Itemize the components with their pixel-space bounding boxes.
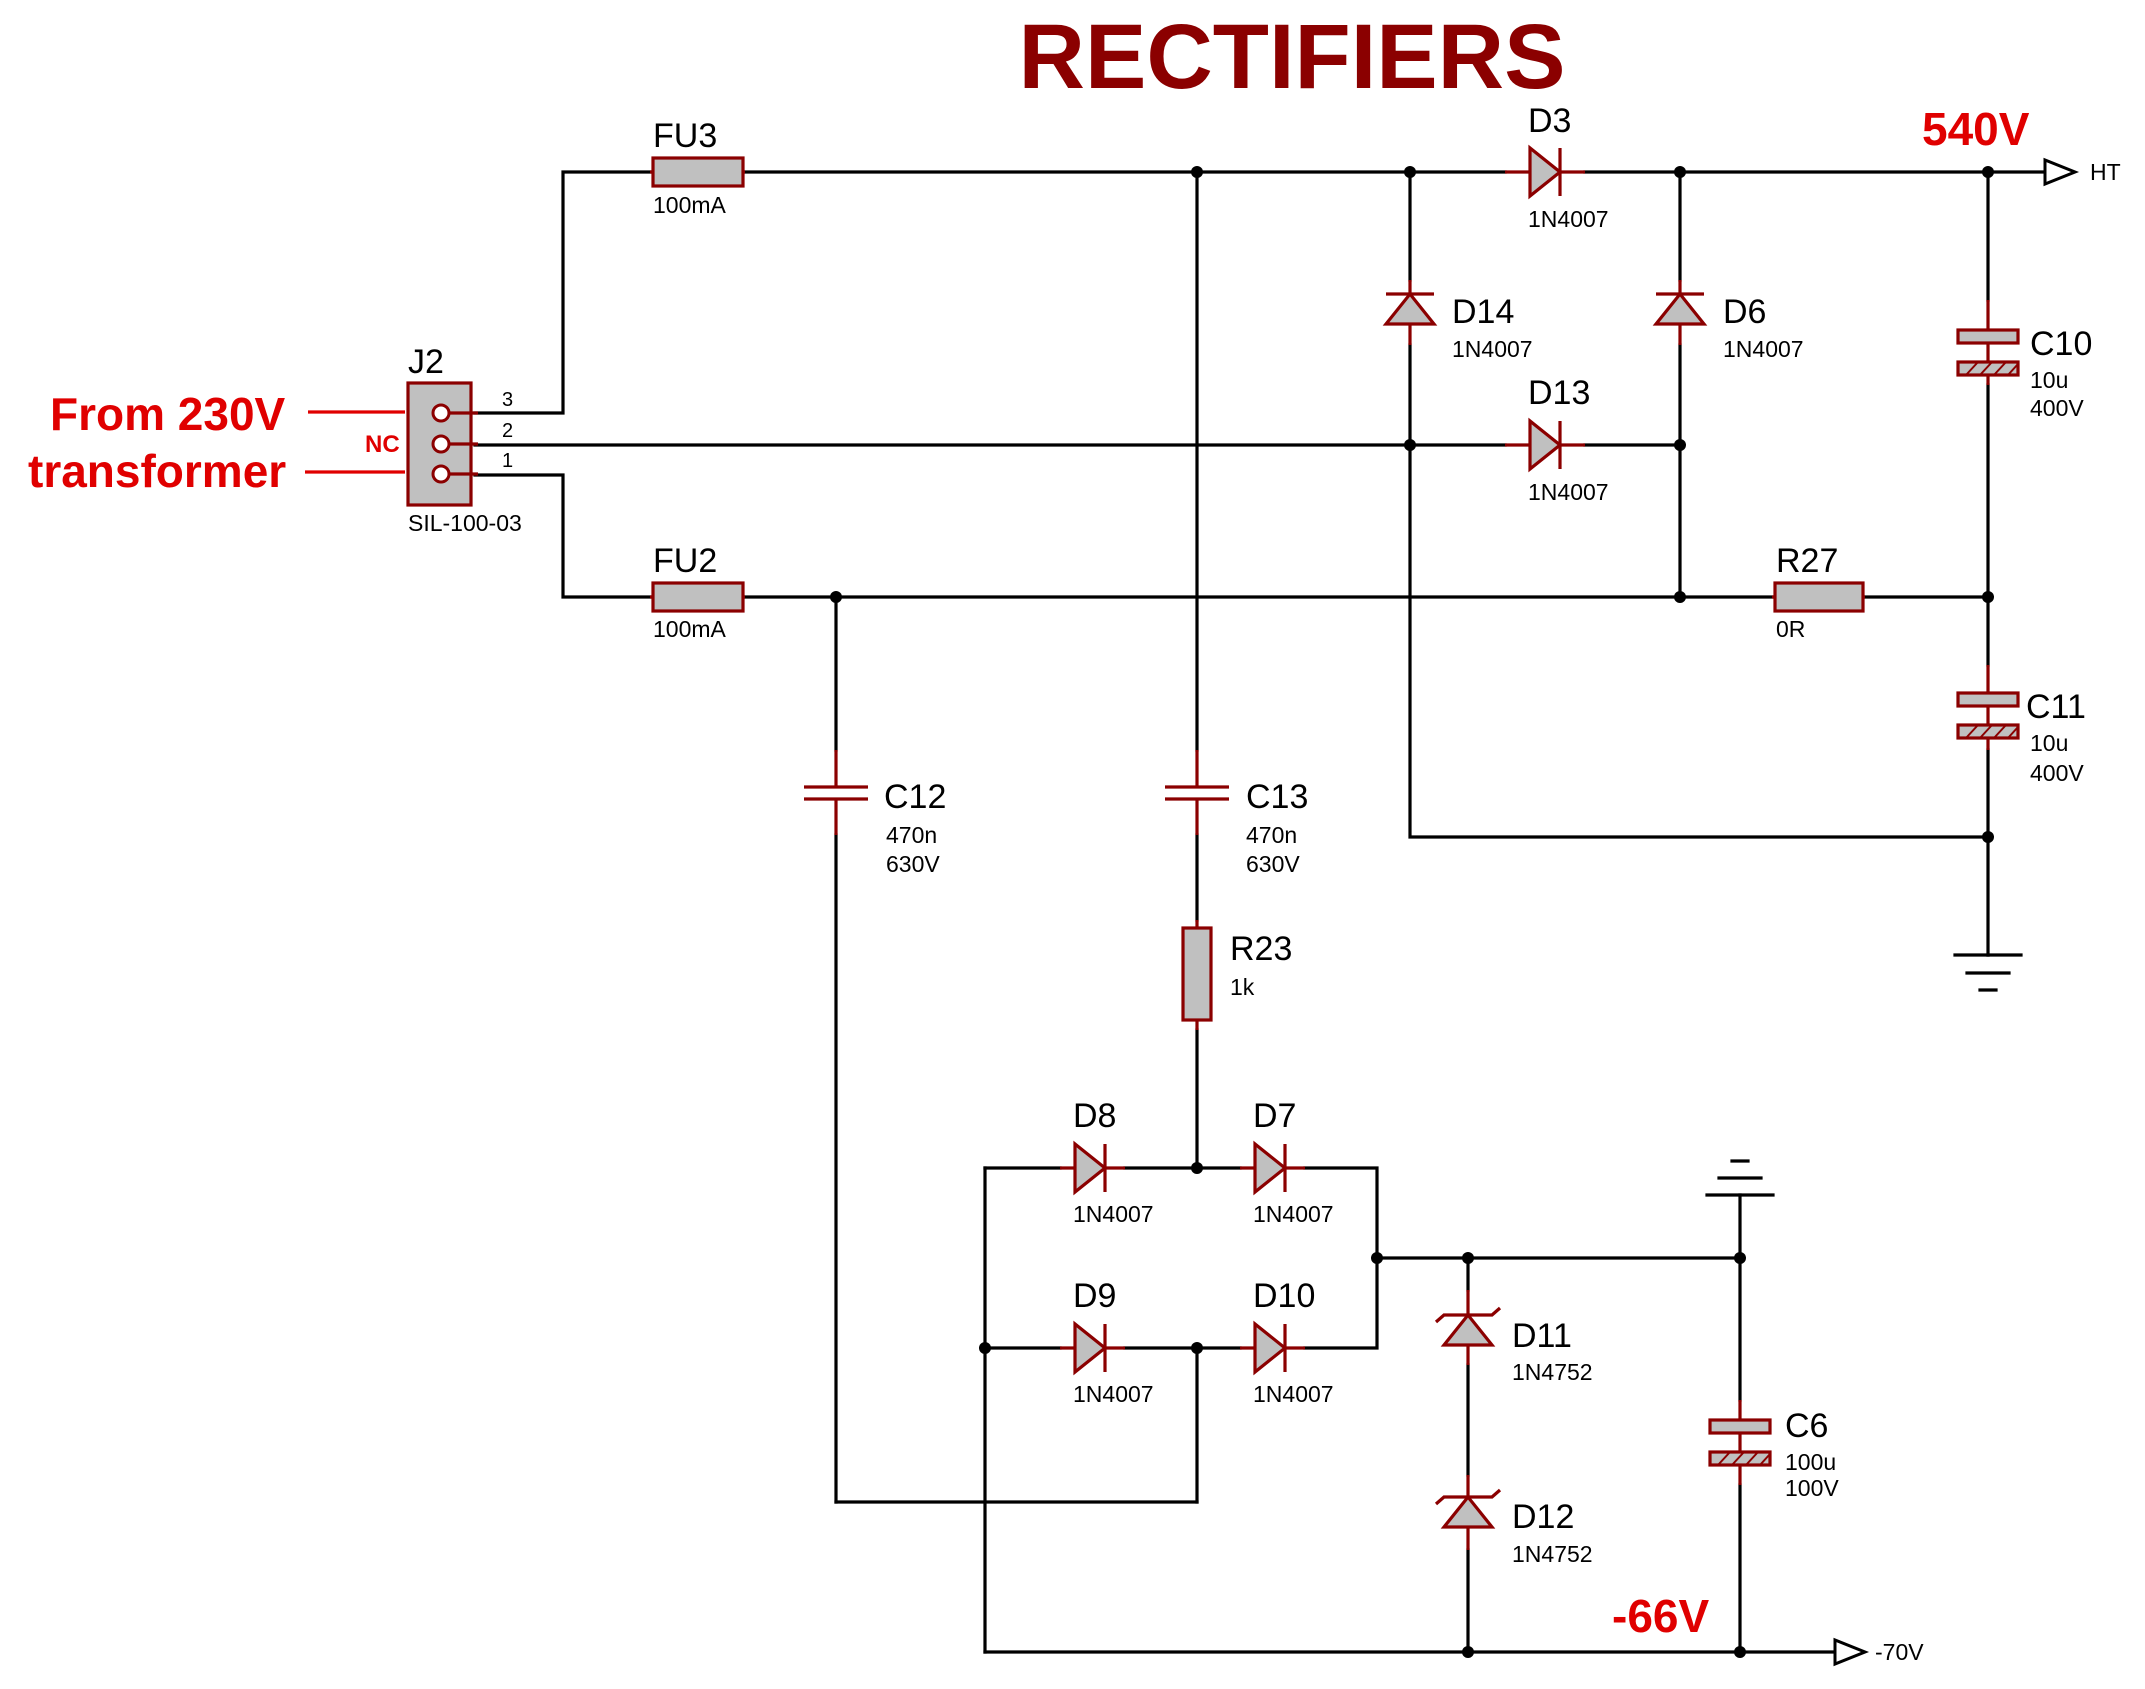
diode-d6: D6 1N4007 <box>1652 280 1804 362</box>
d14-ref: D14 <box>1452 293 1514 331</box>
j2-value: SIL-100-03 <box>408 510 522 536</box>
c13-value: 470n <box>1246 822 1297 848</box>
d10-value: 1N4007 <box>1253 1381 1334 1407</box>
c11-voltage: 400V <box>2030 760 2084 786</box>
port-ht: HT <box>2043 157 2121 187</box>
j2-pin-2: 2 <box>502 420 513 442</box>
c6-ref: C6 <box>1785 1407 1828 1445</box>
port-neg70: -70V <box>1833 1637 1924 1667</box>
capacitor-c10: C10 10u 400V <box>1956 300 2092 421</box>
c12-ref: C12 <box>884 778 946 816</box>
fuse-fu3: FU3 100mA <box>650 117 745 218</box>
c11-ref: C11 <box>2026 688 2086 726</box>
c13-voltage: 630V <box>1246 851 1300 877</box>
ground-symbol-right <box>1953 953 2023 992</box>
input-label-line2: transformer <box>28 445 286 497</box>
diode-d14: D14 1N4007 <box>1382 280 1533 362</box>
d3-value: 1N4007 <box>1528 206 1609 232</box>
d11-ref: D11 <box>1512 1317 1572 1355</box>
c10-ref: C10 <box>2030 325 2092 363</box>
d9-value: 1N4007 <box>1073 1381 1154 1407</box>
fu3-value: 100mA <box>653 192 727 218</box>
d9-ref: D9 <box>1073 1277 1116 1315</box>
d8-value: 1N4007 <box>1073 1201 1154 1227</box>
diode-d8: D8 1N4007 <box>1060 1097 1154 1227</box>
r27-ref: R27 <box>1776 542 1838 580</box>
d13-value: 1N4007 <box>1528 479 1609 505</box>
diode-d7: D7 1N4007 <box>1240 1097 1334 1227</box>
wires <box>305 170 2047 1654</box>
capacitor-c13: C13 470n 630V <box>1165 750 1308 877</box>
d12-value: 1N4752 <box>1512 1541 1593 1567</box>
connector-j2: J2 SIL-100-03 3 2 1 <box>406 343 522 536</box>
j2-pin-1: 1 <box>502 450 513 472</box>
port-ht-label: HT <box>2090 159 2121 185</box>
port-neg70-label: -70V <box>1875 1639 1924 1665</box>
d3-ref: D3 <box>1528 102 1571 140</box>
d11-value: 1N4752 <box>1512 1359 1593 1385</box>
capacitor-c12: C12 470n 630V <box>804 750 946 877</box>
r27-value: 0R <box>1776 616 1805 642</box>
r23-value: 1k <box>1230 974 1255 1000</box>
fuse-fu2: FU2 100mA <box>650 542 745 642</box>
junctions <box>830 166 1994 1658</box>
d10-ref: D10 <box>1253 1277 1315 1315</box>
c10-value: 10u <box>2030 367 2068 393</box>
c6-voltage: 100V <box>1785 1475 1839 1501</box>
fu2-ref: FU2 <box>653 542 717 580</box>
fu3-ref: FU3 <box>653 117 717 155</box>
d14-value: 1N4007 <box>1452 336 1533 362</box>
fu2-value: 100mA <box>653 616 727 642</box>
d8-ref: D8 <box>1073 1097 1116 1135</box>
d13-ref: D13 <box>1528 374 1590 412</box>
neg-voltage-label: -66V <box>1612 1590 1709 1642</box>
d12-ref: D12 <box>1512 1498 1574 1536</box>
c6-value: 100u <box>1785 1449 1836 1475</box>
schematic-title: RECTIFIERS <box>1019 6 1566 108</box>
d6-ref: D6 <box>1723 293 1766 331</box>
nc-label: NC <box>365 431 400 458</box>
capacitor-c11: C11 10u 400V <box>1956 665 2086 786</box>
diode-d13: D13 1N4007 <box>1505 374 1609 505</box>
zener-d11: D11 1N4752 <box>1434 1290 1593 1385</box>
j2-ref: J2 <box>408 343 444 381</box>
resistor-r27: R27 0R <box>1772 542 1865 642</box>
c12-value: 470n <box>886 822 937 848</box>
c13-ref: C13 <box>1246 778 1308 816</box>
input-label-line1: From 230V <box>50 388 286 440</box>
j2-pin-3: 3 <box>502 389 513 411</box>
d6-value: 1N4007 <box>1723 336 1804 362</box>
zener-d12: D12 1N4752 <box>1434 1475 1593 1567</box>
r23-ref: R23 <box>1230 930 1292 968</box>
c11-value: 10u <box>2030 730 2068 756</box>
d7-ref: D7 <box>1253 1097 1296 1135</box>
diode-d10: D10 1N4007 <box>1240 1277 1334 1407</box>
c12-voltage: 630V <box>886 851 940 877</box>
resistor-r23: R23 1k <box>1181 920 1292 1030</box>
ht-voltage-label: 540V <box>1922 103 2030 155</box>
c10-voltage: 400V <box>2030 395 2084 421</box>
ground-symbol-bottom <box>1705 1159 1775 1197</box>
d7-value: 1N4007 <box>1253 1201 1334 1227</box>
diode-d3: D3 1N4007 <box>1505 102 1609 232</box>
diode-d9: D9 1N4007 <box>1060 1277 1154 1407</box>
capacitor-c6: C6 100u 100V <box>1708 1400 1839 1501</box>
